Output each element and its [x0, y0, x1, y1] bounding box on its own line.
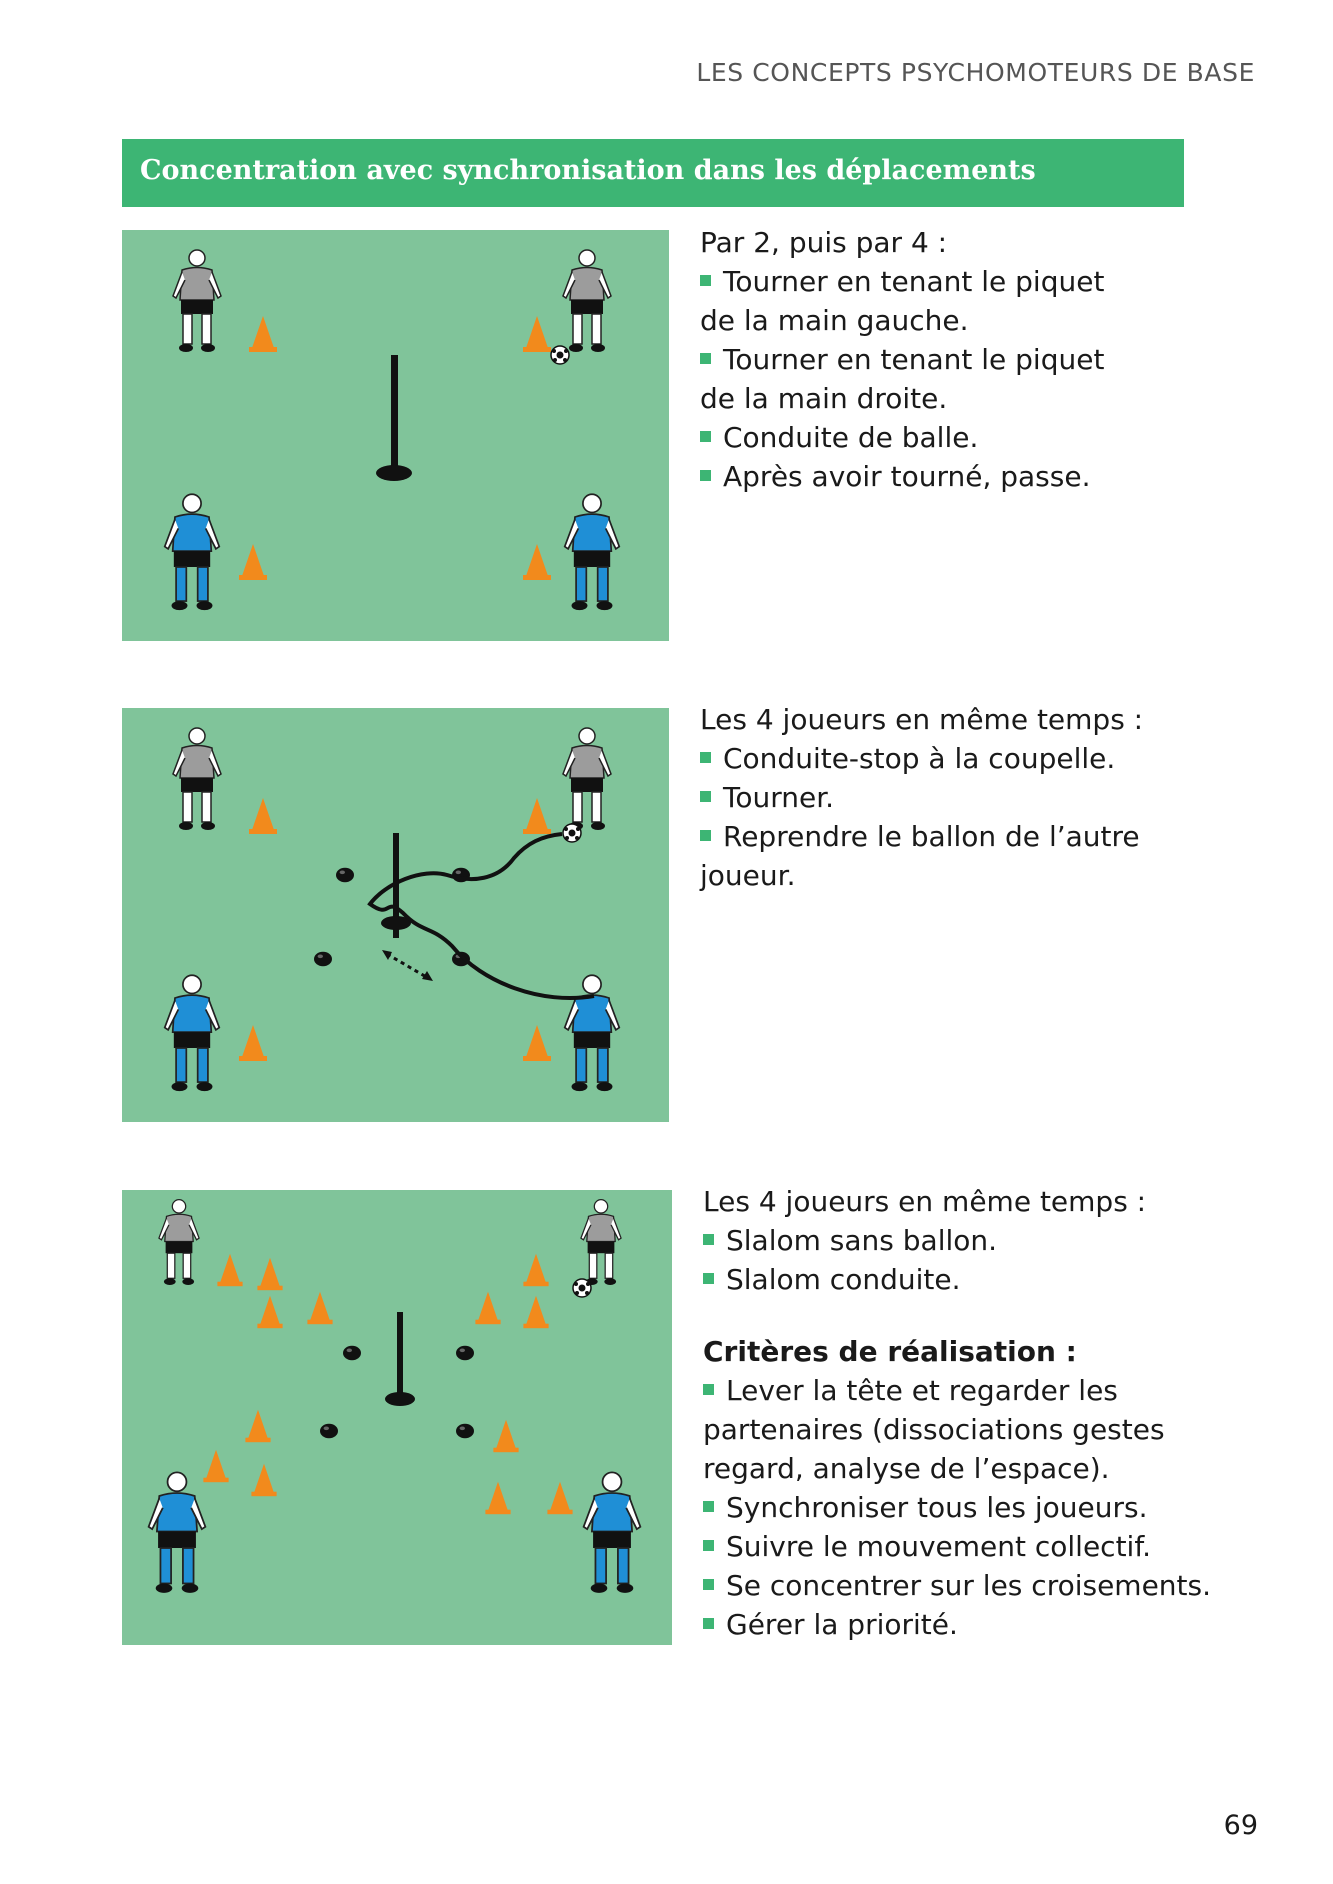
bullet-icon: [700, 430, 711, 442]
cone: [547, 1481, 573, 1515]
marker-disc: [343, 1345, 361, 1361]
cone: [485, 1481, 511, 1515]
drill-diagram-3: [122, 1190, 672, 1645]
list-item: Conduite de balle.: [700, 418, 1104, 457]
player-blue-bottom-left: [163, 493, 221, 612]
drill-diagram-1: [122, 230, 669, 641]
instructions-intro: Par 2, puis par 4 :: [700, 226, 948, 259]
instructions-1: Par 2, puis par 4 : Tourner en tenant le…: [700, 223, 1104, 496]
bullet-icon: [703, 1578, 714, 1590]
bullet-icon: [703, 1272, 714, 1284]
bullet-icon: [703, 1233, 714, 1245]
cone: [307, 1291, 333, 1325]
marker-disc: [456, 1345, 474, 1361]
cone: [249, 316, 277, 352]
instructions-3: Les 4 joueurs en même temps : Slalom san…: [703, 1182, 1211, 1644]
pass-arrow: [386, 952, 429, 980]
instructions-2: Les 4 joueurs en même temps : Conduite-s…: [700, 700, 1143, 895]
bullet-icon: [703, 1617, 714, 1629]
ball: [550, 345, 570, 365]
marker-disc: [314, 951, 332, 967]
list-item: Se concentrer sur les croisements.: [703, 1566, 1211, 1605]
cone: [217, 1253, 243, 1287]
cone: [203, 1449, 229, 1483]
list-item: Après avoir tourné, passe.: [700, 457, 1104, 496]
bullet-icon: [700, 274, 711, 286]
ball: [572, 1278, 592, 1298]
list-item: Conduite-stop à la coupelle.: [700, 739, 1143, 778]
cone: [245, 1409, 271, 1443]
bullet-icon: [703, 1500, 714, 1512]
section-banner: Concentration avec synchronisation dans …: [122, 139, 1184, 207]
ball: [562, 823, 582, 843]
list-item: Synchroniser tous les joueurs.: [703, 1488, 1211, 1527]
marker-disc: [320, 1423, 338, 1439]
cone: [523, 316, 551, 352]
list-item: Slalom conduite.: [703, 1260, 1211, 1299]
cone: [493, 1419, 519, 1453]
bullet-icon: [700, 352, 711, 364]
pole: [376, 355, 412, 481]
player-grey-top-left: [172, 727, 222, 831]
bullet-icon: [703, 1383, 714, 1395]
list-item: Gérer la priorité.: [703, 1605, 1211, 1644]
player-blue-bottom-right: [582, 1471, 642, 1594]
cone: [251, 1463, 277, 1497]
list-item: Slalom sans ballon.: [703, 1221, 1211, 1260]
criteria-title: Critères de réalisation :: [703, 1335, 1077, 1368]
list-item: Suivre le mouvement collectif.: [703, 1527, 1211, 1566]
player-blue-bottom-left: [163, 974, 221, 1093]
cone: [523, 1025, 551, 1061]
cone: [239, 1025, 267, 1061]
player-grey-top-left: [172, 249, 222, 353]
player-grey-top-left: [158, 1198, 200, 1286]
cone: [523, 544, 551, 580]
cone: [523, 1253, 549, 1287]
player-grey-top-right: [580, 1198, 622, 1286]
bullet-icon: [700, 469, 711, 481]
pole: [381, 833, 411, 938]
dribble-path: [367, 832, 595, 1001]
cone: [257, 1295, 283, 1329]
running-head: LES CONCEPTS PSYCHOMOTEURS DE BASE: [696, 58, 1255, 87]
player-blue-bottom-left: [147, 1471, 207, 1594]
banner-title: Concentration avec synchronisation dans …: [140, 155, 1036, 186]
cone: [249, 798, 277, 834]
player-blue-bottom-right: [563, 974, 621, 1093]
drill-diagram-2: [122, 708, 669, 1122]
bullet-icon: [703, 1539, 714, 1551]
cone: [523, 798, 551, 834]
bullet-icon: [700, 790, 711, 802]
cone: [475, 1291, 501, 1325]
bullet-icon: [700, 829, 711, 841]
marker-disc: [336, 867, 354, 883]
instructions-intro: Les 4 joueurs en même temps :: [703, 1185, 1147, 1218]
cone: [257, 1257, 283, 1291]
cone: [239, 544, 267, 580]
marker-disc: [456, 1423, 474, 1439]
list-item: Tourner.: [700, 778, 1143, 817]
player-blue-bottom-right: [563, 493, 621, 612]
cone: [523, 1295, 549, 1329]
pole: [385, 1312, 415, 1406]
player-grey-top-right: [562, 727, 612, 831]
page-number: 69: [1223, 1810, 1258, 1841]
bullet-icon: [700, 751, 711, 763]
instructions-intro: Les 4 joueurs en même temps :: [700, 703, 1144, 736]
player-grey-top-right: [562, 249, 612, 353]
